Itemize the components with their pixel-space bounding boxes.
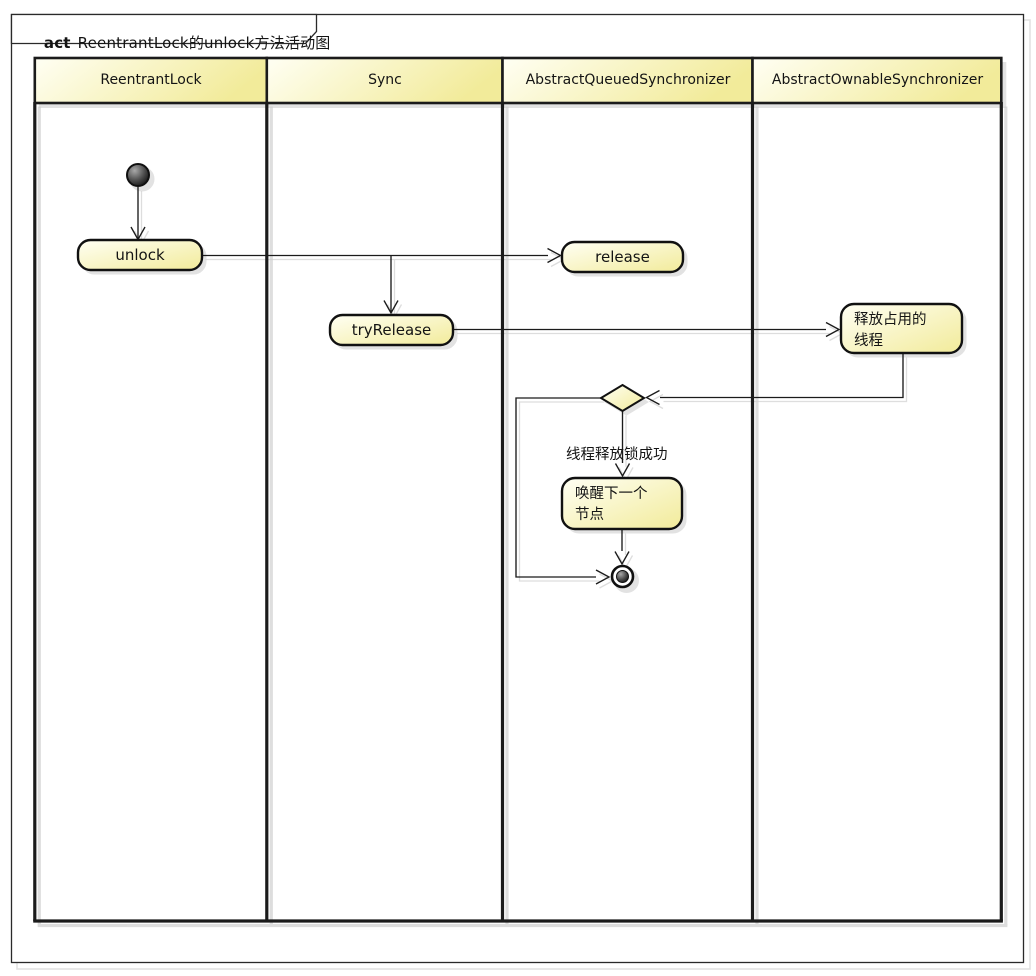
activity-unlock (76, 238, 204, 272)
frame-title: act ReentrantLock的unlock方法活动图 (24, 21, 331, 66)
activity-release-label: release (595, 248, 650, 266)
start-node (126, 163, 150, 187)
frame-title-keyword: act (43, 34, 71, 52)
activity-release (560, 240, 685, 274)
lane-label-sync: Sync (368, 72, 402, 88)
edge-release-to-tryrelease (383, 255, 399, 315)
lane-label-reentrantlock: ReentrantLock (100, 72, 202, 88)
decision-success-edge-label: 线程释放锁成功 (566, 447, 668, 463)
frame-title-tab (10, 13, 318, 45)
lane-header-aos (751, 56, 1003, 105)
swimlane-borders (33, 102, 1003, 923)
lane-header-reentrantlock (33, 56, 269, 105)
edge-decision-to-wakenext (614, 411, 631, 478)
edge-tryrelease-to-releasethread (453, 321, 841, 338)
edge-releasethread-to-decision (645, 353, 904, 406)
swimlane-headers (33, 56, 1003, 105)
decision-node (599, 383, 646, 413)
frame-title-text: ReentrantLock的unlock方法活动图 (77, 34, 331, 52)
lane-label-aos: AbstractOwnableSynchronizer (771, 72, 984, 88)
nodes (76, 163, 964, 589)
activity-tryrelease (328, 313, 455, 347)
lane-label-aqs: AbstractQueuedSynchronizer (525, 72, 731, 88)
end-node (610, 564, 635, 589)
edge-unlock-to-release (202, 247, 562, 264)
activity-tryrelease-label: tryRelease (351, 321, 432, 339)
activity-release-thread (839, 302, 964, 355)
activity-wake-next (560, 476, 684, 531)
lane-header-sync (265, 56, 504, 105)
edges (130, 187, 904, 585)
edge-wakenext-to-end (614, 529, 630, 566)
uml-frame (10, 13, 1031, 970)
edge-decision-to-end (515, 397, 611, 585)
activity-wake-next-label: 唤醒下一个节点 (575, 486, 648, 523)
activity-release-thread-label: 释放占用的线程 (854, 312, 927, 349)
activity-unlock-label: unlock (115, 246, 165, 264)
